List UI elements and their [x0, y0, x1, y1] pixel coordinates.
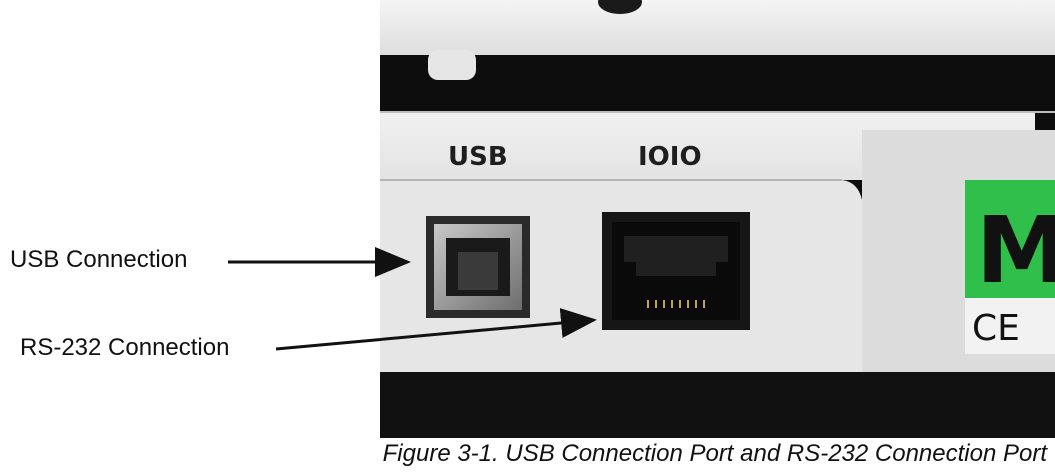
bottom-shadow	[380, 372, 1055, 438]
usb-port	[426, 216, 530, 318]
ce-mark: CE	[972, 308, 1020, 349]
device-photo: USB IOIO	[380, 0, 1055, 438]
device-photo-svg: USB IOIO	[380, 0, 1055, 438]
rs232-connection-label: RS-232 Connection	[20, 334, 230, 361]
rs232-port	[602, 212, 750, 330]
usb-port-label: USB	[448, 142, 508, 172]
top-housing	[380, 0, 1055, 55]
badge-letter: M	[976, 197, 1055, 304]
ce-mark-box: CE	[965, 298, 1055, 354]
top-housing-hole	[598, 0, 642, 14]
rubber-foot	[428, 50, 476, 80]
figure-caption: Figure 3-1. USB Connection Port and RS-2…	[382, 440, 1047, 467]
usb-connection-label: USB Connection	[10, 246, 188, 273]
serial-port-label: IOIO	[638, 142, 702, 172]
brand-badge: M	[965, 180, 1055, 304]
